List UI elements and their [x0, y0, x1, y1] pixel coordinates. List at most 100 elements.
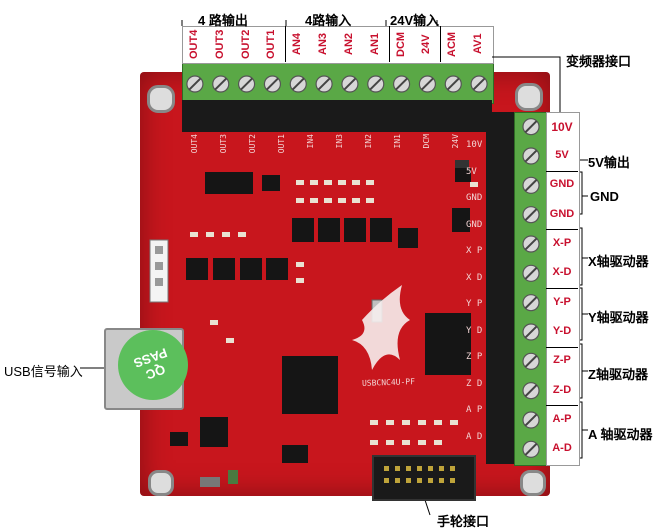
- x-driver-label: X轴驱动器: [588, 254, 649, 269]
- silk-top-label: DCM: [422, 134, 431, 149]
- group-title-24v: 24V输入: [390, 13, 440, 28]
- top-terminal-screw-slot: [317, 77, 331, 91]
- top-terminal-screw-slot: [188, 77, 202, 91]
- right-terminal-screw-slot: [524, 120, 538, 133]
- handwheel-pin: [384, 466, 389, 471]
- silk-top-label: 24V: [451, 134, 460, 149]
- handwheel-pin: [450, 478, 455, 483]
- y-driver-label: Y轴驱动器: [588, 310, 649, 325]
- silk-side-label: Z P: [466, 352, 483, 362]
- handwheel-pin: [450, 466, 455, 471]
- handwheel-pin: [406, 466, 411, 471]
- right-terminal-label: Y-P: [553, 295, 571, 308]
- top-group-separator: [440, 26, 442, 62]
- top-terminal-screw-slot: [266, 77, 279, 91]
- handwheel-pin: [439, 478, 444, 483]
- right-terminal-label: Z-D: [552, 383, 572, 396]
- group-title-outputs: 4 路输出: [198, 13, 248, 28]
- right-terminal-label: X-P: [552, 237, 572, 249]
- right-terminal-screw-slot: [524, 296, 538, 309]
- top-terminal-screw-slot: [421, 77, 434, 91]
- right-group-separator: [546, 229, 578, 231]
- silk-side-label: 10V: [466, 140, 483, 150]
- top-terminal-screw-slot: [214, 77, 228, 91]
- right-terminal-screw-slot: [524, 208, 538, 221]
- right-terminal-label: GND: [549, 178, 575, 191]
- silk-side-label: X D: [466, 272, 483, 283]
- top-terminal-base: [182, 100, 492, 132]
- handwheel-pin: [395, 466, 400, 471]
- right-terminal-screw-slot: [524, 179, 538, 192]
- top-terminal-screw-slot: [446, 77, 460, 91]
- right-terminal-screw-slot: [524, 413, 538, 427]
- right-terminal-label: 10V: [551, 119, 573, 134]
- silk-top-label: IN3: [335, 134, 344, 149]
- mounting-hole-bl: [148, 470, 174, 496]
- handwheel-pin: [439, 466, 444, 471]
- usb-input-label: USB信号输入: [4, 364, 83, 379]
- silk-top-label: IN2: [364, 134, 373, 149]
- top-label-panel: [182, 26, 494, 64]
- gnd-label: GND: [590, 189, 619, 204]
- a-driver-label: A 轴驱动器: [588, 427, 653, 442]
- silk-top-label: OUT3: [219, 134, 228, 154]
- board-model-text: USBCNC4U-PF: [361, 377, 416, 388]
- silk-side-label: GND: [466, 193, 483, 203]
- right-terminal-label: GND: [549, 207, 575, 220]
- mounting-hole-br: [520, 470, 546, 496]
- right-terminal-screw-slot: [524, 149, 538, 163]
- handwheel-pin: [384, 478, 389, 483]
- right-terminal-block: [514, 112, 550, 466]
- handwheel-pin: [428, 466, 433, 471]
- silk-side-label: Y P: [466, 299, 483, 309]
- handwheel-pin: [417, 466, 422, 471]
- mounting-hole-tl: [147, 85, 175, 113]
- handwheel-pin: [395, 478, 400, 483]
- top-group-separator: [388, 26, 390, 62]
- silk-side-label: 5V: [466, 166, 477, 177]
- silk-top-label: IN4: [306, 134, 315, 149]
- right-terminal-screws: [522, 118, 540, 458]
- handwheel-interface-label: 手轮接口: [437, 514, 490, 529]
- top-terminal-screw-slot: [472, 77, 486, 91]
- group-title-inputs: 4路输入: [305, 13, 352, 28]
- right-terminal-screw-slot: [524, 443, 538, 456]
- silk-top-label: OUT1: [277, 134, 286, 154]
- qc-sticker: QC PASS: [118, 330, 188, 400]
- right-terminal-screw-slot: [524, 325, 538, 339]
- z-driver-label: Z轴驱动器: [588, 367, 648, 382]
- silk-side-label: A D: [466, 431, 483, 442]
- right-terminal-label: A-D: [552, 442, 572, 455]
- right-terminal-screw-slot: [524, 237, 538, 251]
- right-terminal-label: 5V: [555, 149, 569, 161]
- right-terminal-label: Y-D: [552, 325, 572, 337]
- handwheel-pins: [384, 466, 455, 483]
- silk-side-label: Y D: [466, 325, 483, 336]
- right-group-separator: [546, 405, 578, 407]
- right-group-separator: [546, 346, 578, 348]
- top-terminal-screw-slot: [343, 77, 357, 91]
- vfd-interface-label: 变频器接口: [566, 54, 632, 69]
- right-group-separator: [546, 170, 578, 172]
- silk-top-label: OUT2: [248, 134, 257, 154]
- right-terminal-base: [486, 112, 518, 464]
- silk-top-label: OUT4: [190, 134, 199, 154]
- handwheel-pin: [428, 478, 433, 483]
- top-terminal-screw-slot: [291, 77, 305, 91]
- handwheel-pin: [417, 478, 422, 483]
- right-terminal-screw-slot: [524, 384, 538, 397]
- mounting-hole-tr: [515, 83, 543, 111]
- right-terminal-screw-slot: [524, 267, 538, 280]
- silk-side-label: GND: [466, 219, 483, 230]
- 5v-output-label: 5V输出: [588, 155, 630, 170]
- silk-side-label: A P: [466, 405, 483, 415]
- right-terminal-label: A-P: [552, 413, 572, 425]
- right-group-separator: [546, 288, 578, 289]
- top-terminal-screw-slot: [395, 77, 408, 91]
